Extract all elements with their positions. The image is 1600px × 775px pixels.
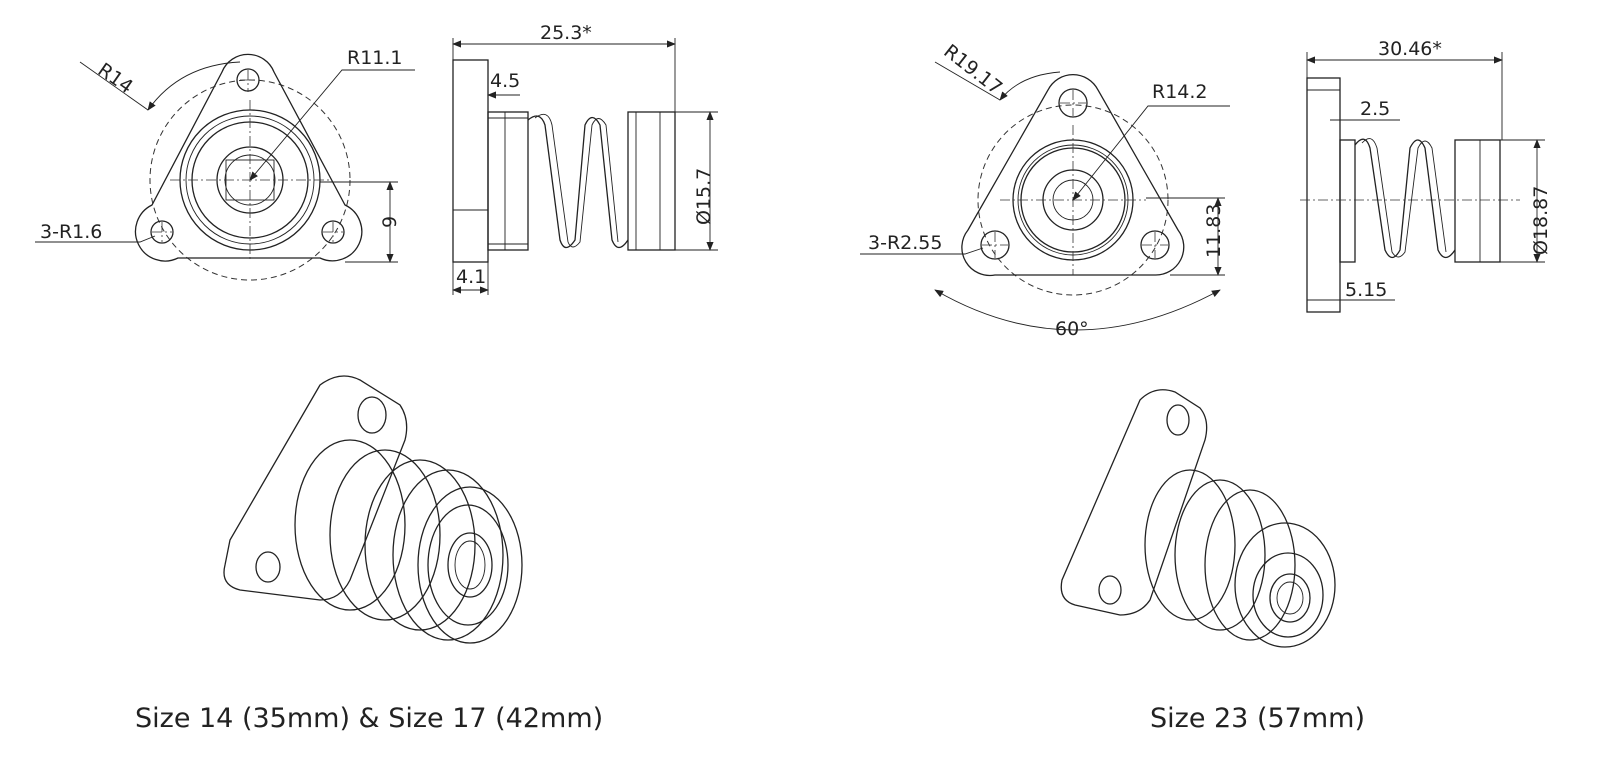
left-r11-label: R11.1 [347,47,403,69]
right-r19-label: R19.17 [939,40,1006,99]
left-thickness-label: 4.1 [456,266,486,288]
right-caption: Size 23 (57mm) [1150,703,1365,734]
right-holes-label: 3-R2.55 [868,232,942,254]
right-length-label: 30.46* [1378,38,1442,60]
right-front-view: R19.17 R14.2 3-R2.55 11.83 60° [860,40,1230,340]
left-holes-label: 3-R1.6 [40,221,102,243]
right-thickness-label: 5.15 [1345,279,1387,301]
left-diameter-label: Ø15.7 [693,168,715,225]
right-angle-label: 60° [1055,318,1089,340]
right-3d-view [1060,389,1336,648]
right-gap-label: 2.5 [1360,98,1390,120]
left-3d-view [223,375,523,644]
right-r14-label: R14.2 [1152,81,1208,103]
right-side-view: 30.46* 2.5 Ø18.87 5.15 [1300,38,1552,313]
left-front-view: R14 R11.1 3-R1.6 9 [35,47,415,281]
left-gap-label: 4.5 [490,70,520,92]
left-length-label: 25.3* [540,22,592,44]
left-side-view: 25.3* 4.5 Ø15.7 4.1 [452,22,718,295]
left-offset-label: 9 [379,216,401,228]
left-caption: Size 14 (35mm) & Size 17 (42mm) [135,703,603,734]
left-spring [527,113,629,249]
right-offset-label: 11.83 [1203,204,1225,258]
right-diameter-label: Ø18.87 [1530,186,1552,255]
left-r14-label: R14 [94,59,137,98]
right-spring [1354,138,1456,259]
